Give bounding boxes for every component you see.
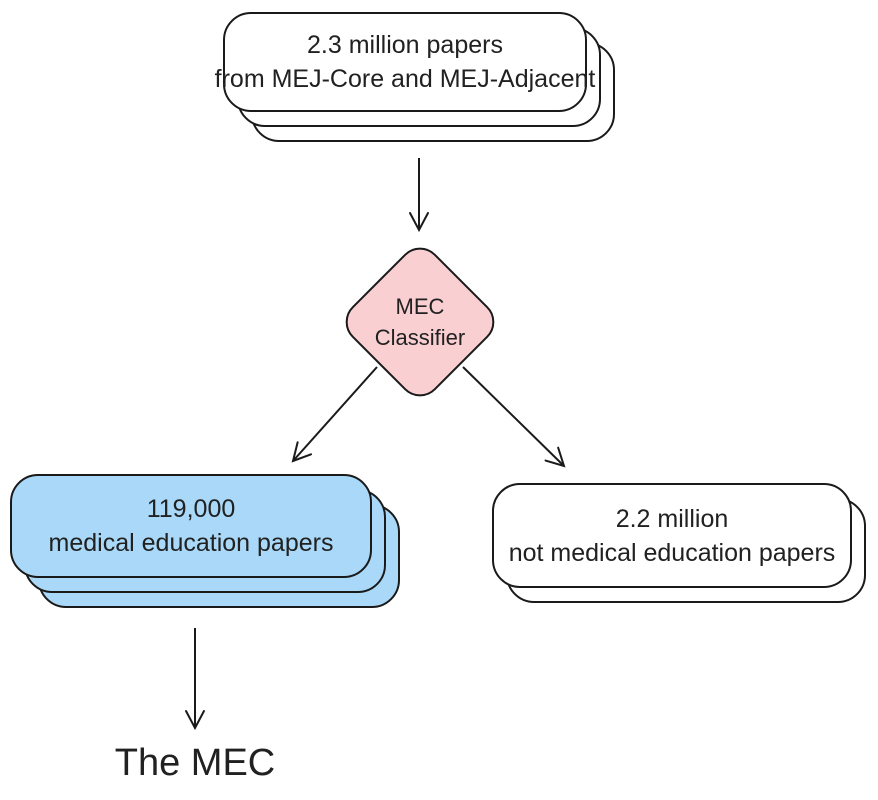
- rejected-papers-label: 2.2 million not medical education papers: [509, 502, 836, 570]
- stack-front-card: 2.3 million papers from MEJ-Core and MEJ…: [215, 12, 595, 112]
- node-medical-education-papers: 119,000 medical education papers: [10, 474, 400, 608]
- rejected-papers-line2: not medical education papers: [508, 538, 836, 567]
- source-papers-line1: 2.3 million papers: [307, 31, 503, 59]
- node-mec-classifier: MEC Classifier: [336, 238, 504, 406]
- accepted-papers-label: 119,000 medical education papers: [49, 492, 334, 560]
- classifier-line1: MEC: [395, 294, 445, 319]
- classifier-label: MEC Classifier: [363, 265, 477, 379]
- stack-front-card: 2.2 million not medical education papers: [492, 483, 852, 588]
- arrow-classifier-to-accepted: [291, 366, 378, 463]
- result-label: The MEC: [114, 742, 276, 784]
- node-not-medical-education-papers: 2.2 million not medical education papers: [492, 483, 866, 603]
- rejected-papers-line1: 2.2 million: [615, 504, 729, 533]
- accepted-papers-line1: 119,000: [146, 495, 236, 523]
- accepted-papers-line2: medical education papers: [48, 529, 334, 557]
- source-papers-label: 2.3 million papers from MEJ-Core and MEJ…: [215, 28, 596, 96]
- stack-front-card: 119,000 medical education papers: [10, 474, 372, 578]
- node-source-papers: 2.3 million papers from MEJ-Core and MEJ…: [215, 12, 615, 142]
- source-papers-line2: from MEJ-Core and MEJ-Adjacent: [214, 65, 596, 93]
- classifier-line2: Classifier: [374, 325, 466, 350]
- arrow-classifier-to-rejected: [462, 366, 566, 468]
